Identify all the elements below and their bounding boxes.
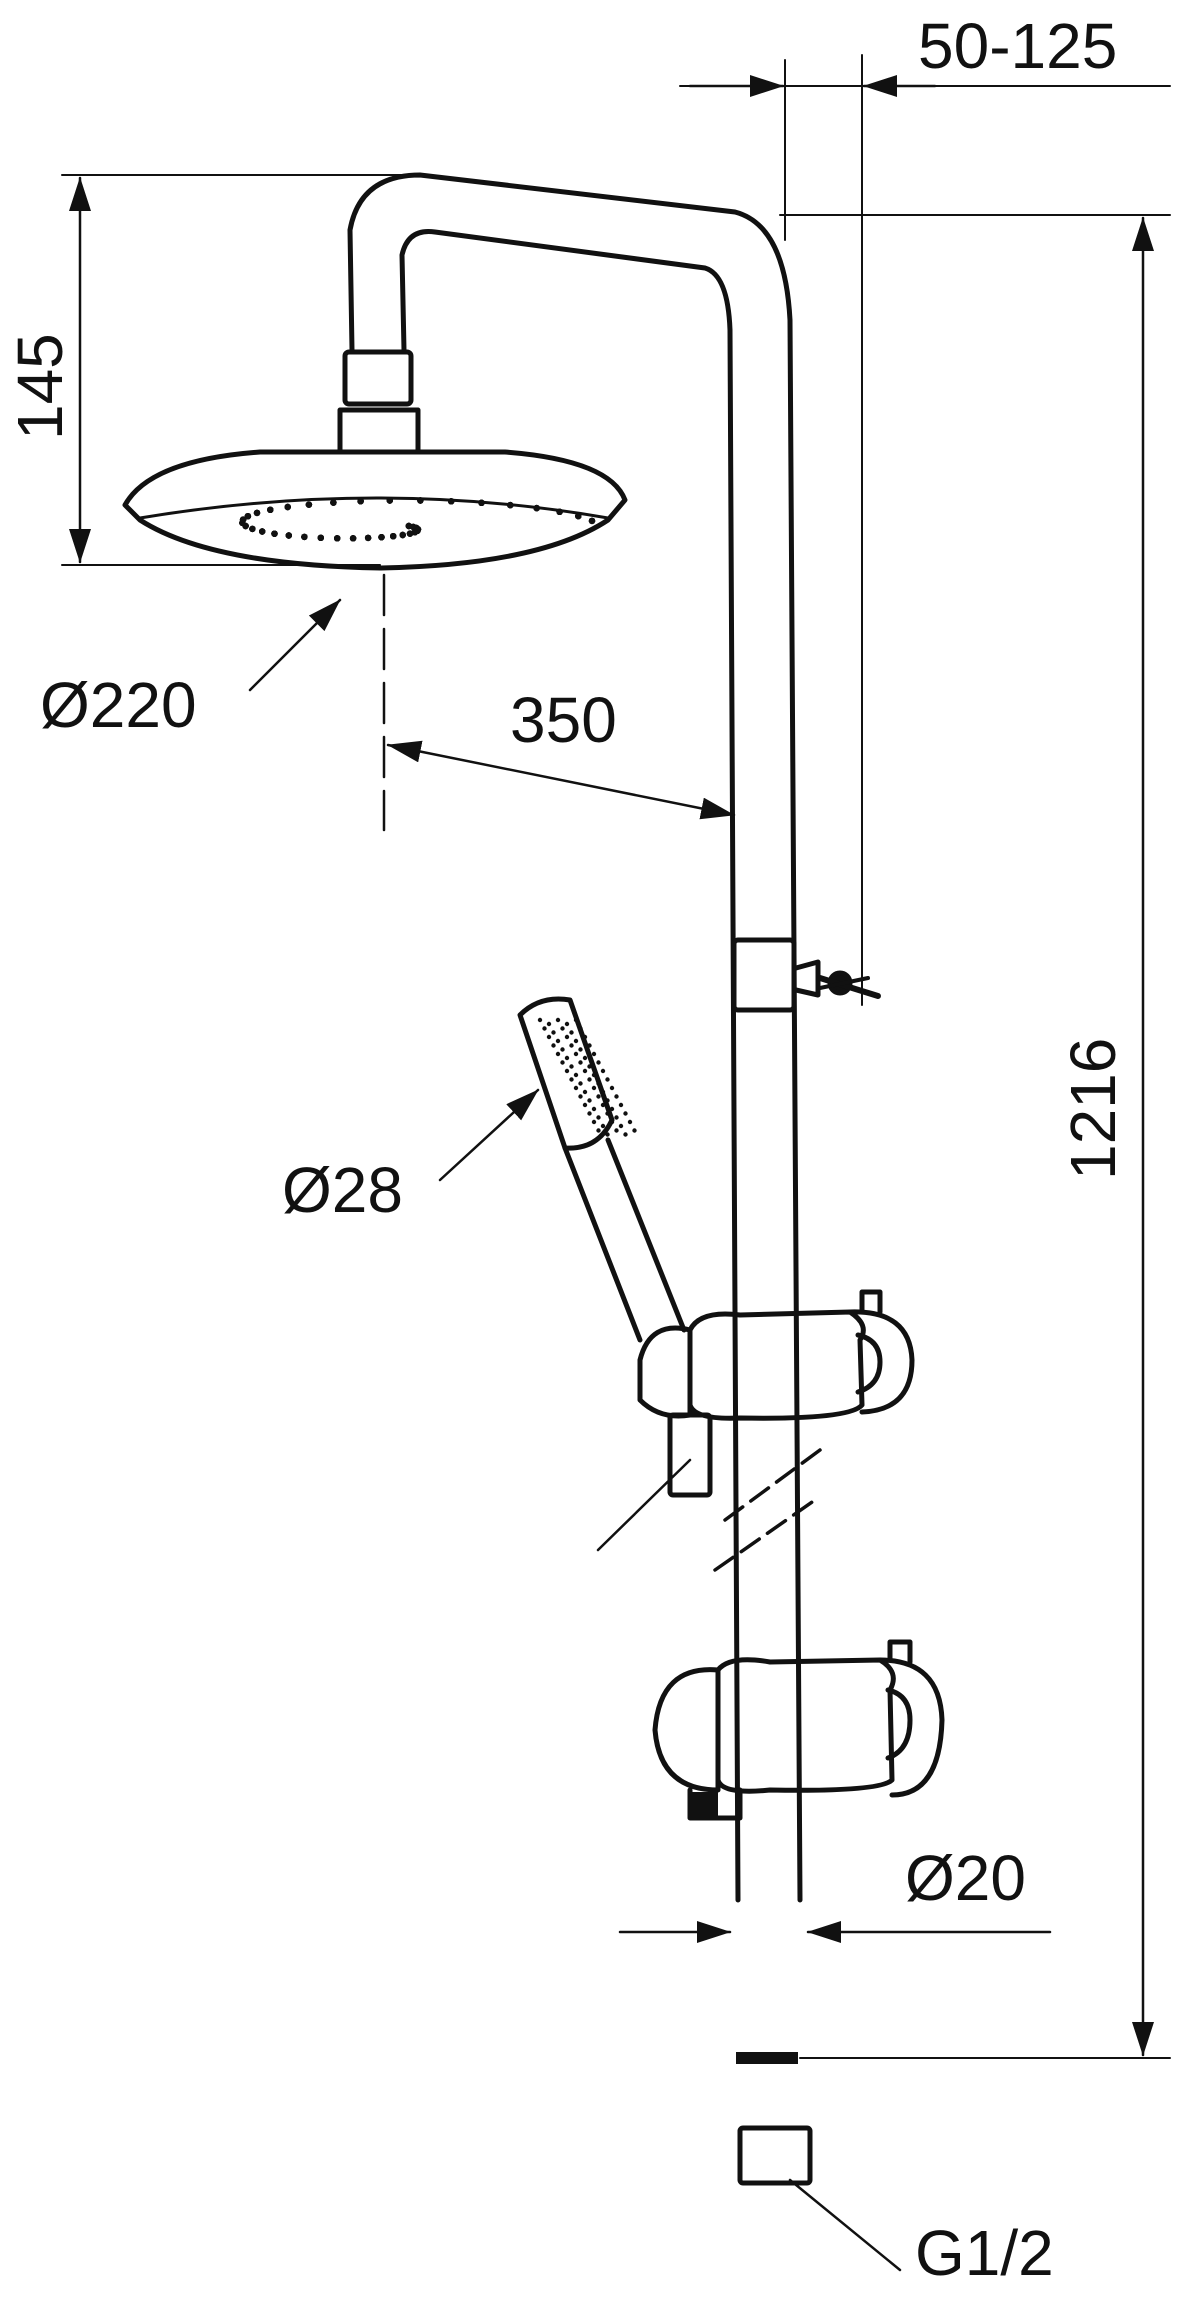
label-arm-offset: 50-125 [918, 10, 1117, 82]
dimension-labels: 50-125 145 Ø220 350 1216 Ø28 Ø20 G1/2 [4, 10, 1129, 2289]
head-connector [337, 349, 421, 455]
extension-lines [61, 54, 1171, 2059]
label-head-diameter: Ø220 [40, 669, 197, 741]
hand-shower [517, 996, 687, 1343]
label-connection-thread: G1/2 [915, 2217, 1054, 2289]
wall-bracket [731, 937, 881, 1013]
shower-arm [347, 172, 803, 1903]
label-total-height: 1216 [1057, 1038, 1129, 1180]
head-shower [122, 449, 628, 571]
label-arm-projection: 350 [510, 684, 617, 756]
label-handshower-diameter: Ø28 [282, 1154, 403, 1226]
connection-nut [737, 2125, 813, 2186]
pipe-break-marks [713, 1448, 822, 1572]
hose-connector [688, 1792, 718, 1816]
upper-slider [637, 1289, 915, 1498]
pipe-end [736, 2052, 798, 2064]
label-head-height: 145 [4, 333, 76, 440]
head-shower-nozzles [239, 497, 596, 542]
dimension-lines [69, 75, 1154, 2272]
hand-shower-nozzles [537, 1017, 637, 1137]
label-pipe-diameter: Ø20 [905, 1842, 1026, 1914]
